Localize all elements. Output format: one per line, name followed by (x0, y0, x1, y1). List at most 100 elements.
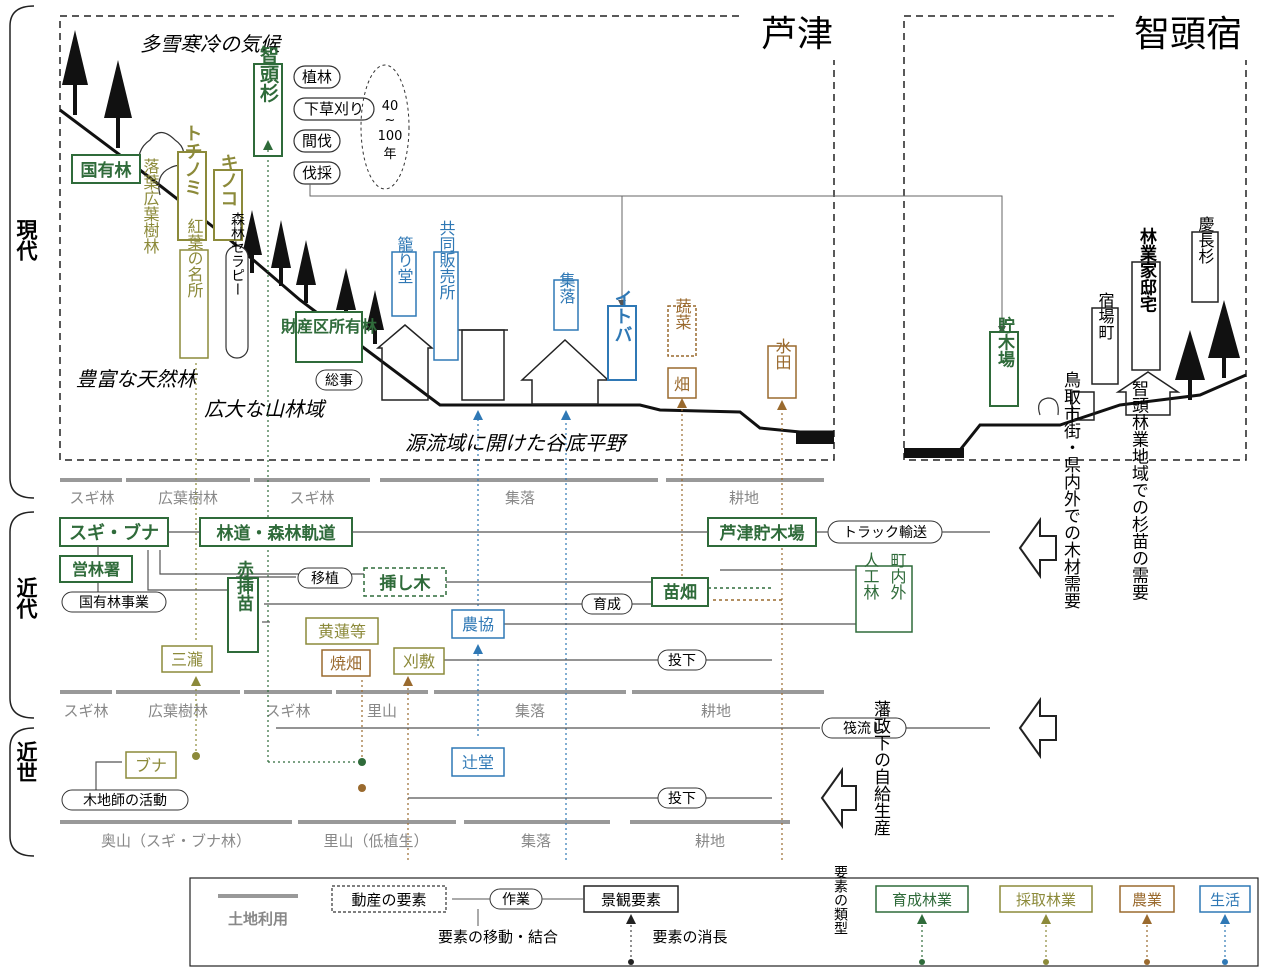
tochinomi-label: トチノミ (182, 124, 203, 196)
legend-ikusei-box (875, 885, 969, 913)
kokuyu-jigyo-label: 国有林事業 (79, 595, 149, 611)
kindai-dotted (708, 587, 782, 601)
ashizu-title: 芦津 (761, 14, 833, 55)
legend-landscape-box (583, 885, 679, 913)
sashiki-box (363, 567, 447, 597)
demand-self: 藩政下の自給生産 (870, 700, 891, 836)
shukuba-box (1091, 307, 1119, 385)
hatake-label: 畑 (674, 375, 690, 394)
kokuyurin-label: 国有林 (81, 160, 132, 181)
suiden-box (767, 345, 797, 399)
legend-seikatsu-box (1199, 885, 1251, 913)
chizu-sugi-label: 智頭杉 (257, 44, 279, 103)
itoba-label: イトバ (612, 289, 633, 343)
ikusei-label: 育成 (593, 597, 621, 613)
kinoko-label: キノコ (218, 153, 239, 207)
legend-movable: 動産の要素 (351, 891, 426, 909)
eirinsho-label: 営林署 (72, 560, 120, 579)
era-brackets (9, 5, 35, 857)
ikusei-box (581, 593, 633, 615)
continuity-lines (195, 150, 783, 860)
chizu-title: 智頭宿 (1134, 14, 1242, 55)
legend-nogyo: 農業 (1132, 891, 1162, 909)
landuse-kinsei-2: 里山（低植生） (323, 832, 428, 850)
river-chizu (904, 448, 964, 458)
oren-box (305, 617, 379, 645)
ikada-label: 筏流し (843, 720, 885, 737)
river-ashizu (796, 432, 834, 444)
ashizu-choboku-label: 芦津貯木場 (720, 523, 805, 544)
touka-kindai-box (657, 649, 707, 671)
touka-kindai-label: 投下 (668, 653, 696, 669)
natural-forest-label: 豊富な天然林 (76, 367, 198, 391)
cycle-step-3: 間伐 (302, 132, 332, 150)
landuse-present-4: 集落 (505, 489, 535, 507)
ashizu-frame (59, 15, 835, 461)
kinoko-box (213, 169, 243, 241)
touka-kinsei-label: 投下 (668, 791, 696, 807)
ringyoka-box (1131, 261, 1161, 371)
shuraku-label: 集落 (557, 272, 576, 304)
kijishi-box (61, 789, 189, 811)
hatake-box (667, 367, 697, 399)
valley-label: 源流域に開けた谷底平野 (405, 431, 628, 455)
nokyo-box (451, 609, 505, 639)
ishoku-label: 移植 (311, 571, 339, 587)
landuse-present-3: スギ林 (289, 489, 334, 507)
keicho-box (1191, 231, 1219, 303)
suiden-label: 水田 (773, 338, 792, 370)
sugi-buna-box (59, 517, 169, 547)
legend-landscape: 景観要素 (601, 891, 661, 909)
landuse-kinsei-4: 耕地 (695, 832, 725, 850)
kindai-connectors (95, 531, 990, 799)
cycle-steps (293, 65, 375, 185)
tsujido-label: 辻堂 (462, 753, 494, 772)
legend-landuse: 土地利用 (228, 910, 288, 928)
deciduous-trees (138, 131, 1059, 416)
landuse-kindai-2: 広葉樹林 (148, 702, 208, 720)
landuse-kindai-3: スギ林 (265, 702, 310, 720)
kokuyurin-box (71, 154, 141, 184)
nokyo-label: 農協 (462, 615, 494, 634)
legend-seikatsu: 生活 (1210, 891, 1240, 909)
ringyoka-label: 林業家邸宅 (1136, 226, 1157, 312)
rakuyo-label: 落葉広葉樹林 (141, 158, 160, 254)
kyodo-box (433, 251, 459, 361)
legend-ikusei: 育成林業 (892, 891, 952, 909)
kyodo-label: 共同販売所 (437, 220, 456, 300)
soji-box (315, 369, 363, 391)
landuse-present-5: 耕地 (729, 489, 759, 507)
legend-type-heads (628, 914, 1230, 965)
tochinomi-box (177, 151, 207, 241)
legend-nogyo-box (1119, 885, 1175, 913)
cycle-loop (360, 64, 410, 190)
era-kindai: 近代 (14, 576, 39, 620)
machi-jinko-2: 町内外 (888, 552, 907, 600)
karishiki-box (393, 647, 445, 675)
era-kinsei: 近世 (14, 740, 38, 783)
naebata-box (651, 577, 709, 607)
touka-kinsei-box (657, 787, 707, 809)
chizu-frame (903, 15, 1247, 461)
karishiki-label: 刈敷 (403, 652, 435, 671)
chobokuba-box (989, 331, 1019, 407)
demand-seedling: 智頭林業地域での杉苗の需要 (1128, 379, 1149, 601)
eirinsho-box (59, 555, 133, 583)
landuse-kindai-1: スギ林 (63, 702, 108, 720)
era-modern: 現代 (14, 219, 39, 262)
climate-label: 多雪寒冷の気候 (140, 32, 283, 56)
cycle-years-unit: 年 (383, 147, 396, 162)
sashinae-label: 赤挿苗 (233, 559, 254, 612)
zaisanku-label: 財産区所有林 (281, 317, 377, 336)
demand-timber: 鳥取市街・県内外での木材需要 (1060, 371, 1081, 610)
yakihata-label: 焼畑 (330, 654, 362, 673)
sashinae-box (227, 577, 259, 653)
cycle-step-2: 下草刈り (304, 100, 364, 118)
kijishi-label: 木地師の活動 (83, 793, 167, 809)
naebata-label: 苗畑 (663, 582, 697, 603)
landuse-kindai-5: 集落 (515, 702, 545, 720)
itoba-box (607, 305, 637, 381)
legend-types: 要素の類型 (832, 865, 848, 935)
legend-move-line (452, 898, 584, 926)
legend-saishu: 採取林業 (1016, 891, 1076, 909)
